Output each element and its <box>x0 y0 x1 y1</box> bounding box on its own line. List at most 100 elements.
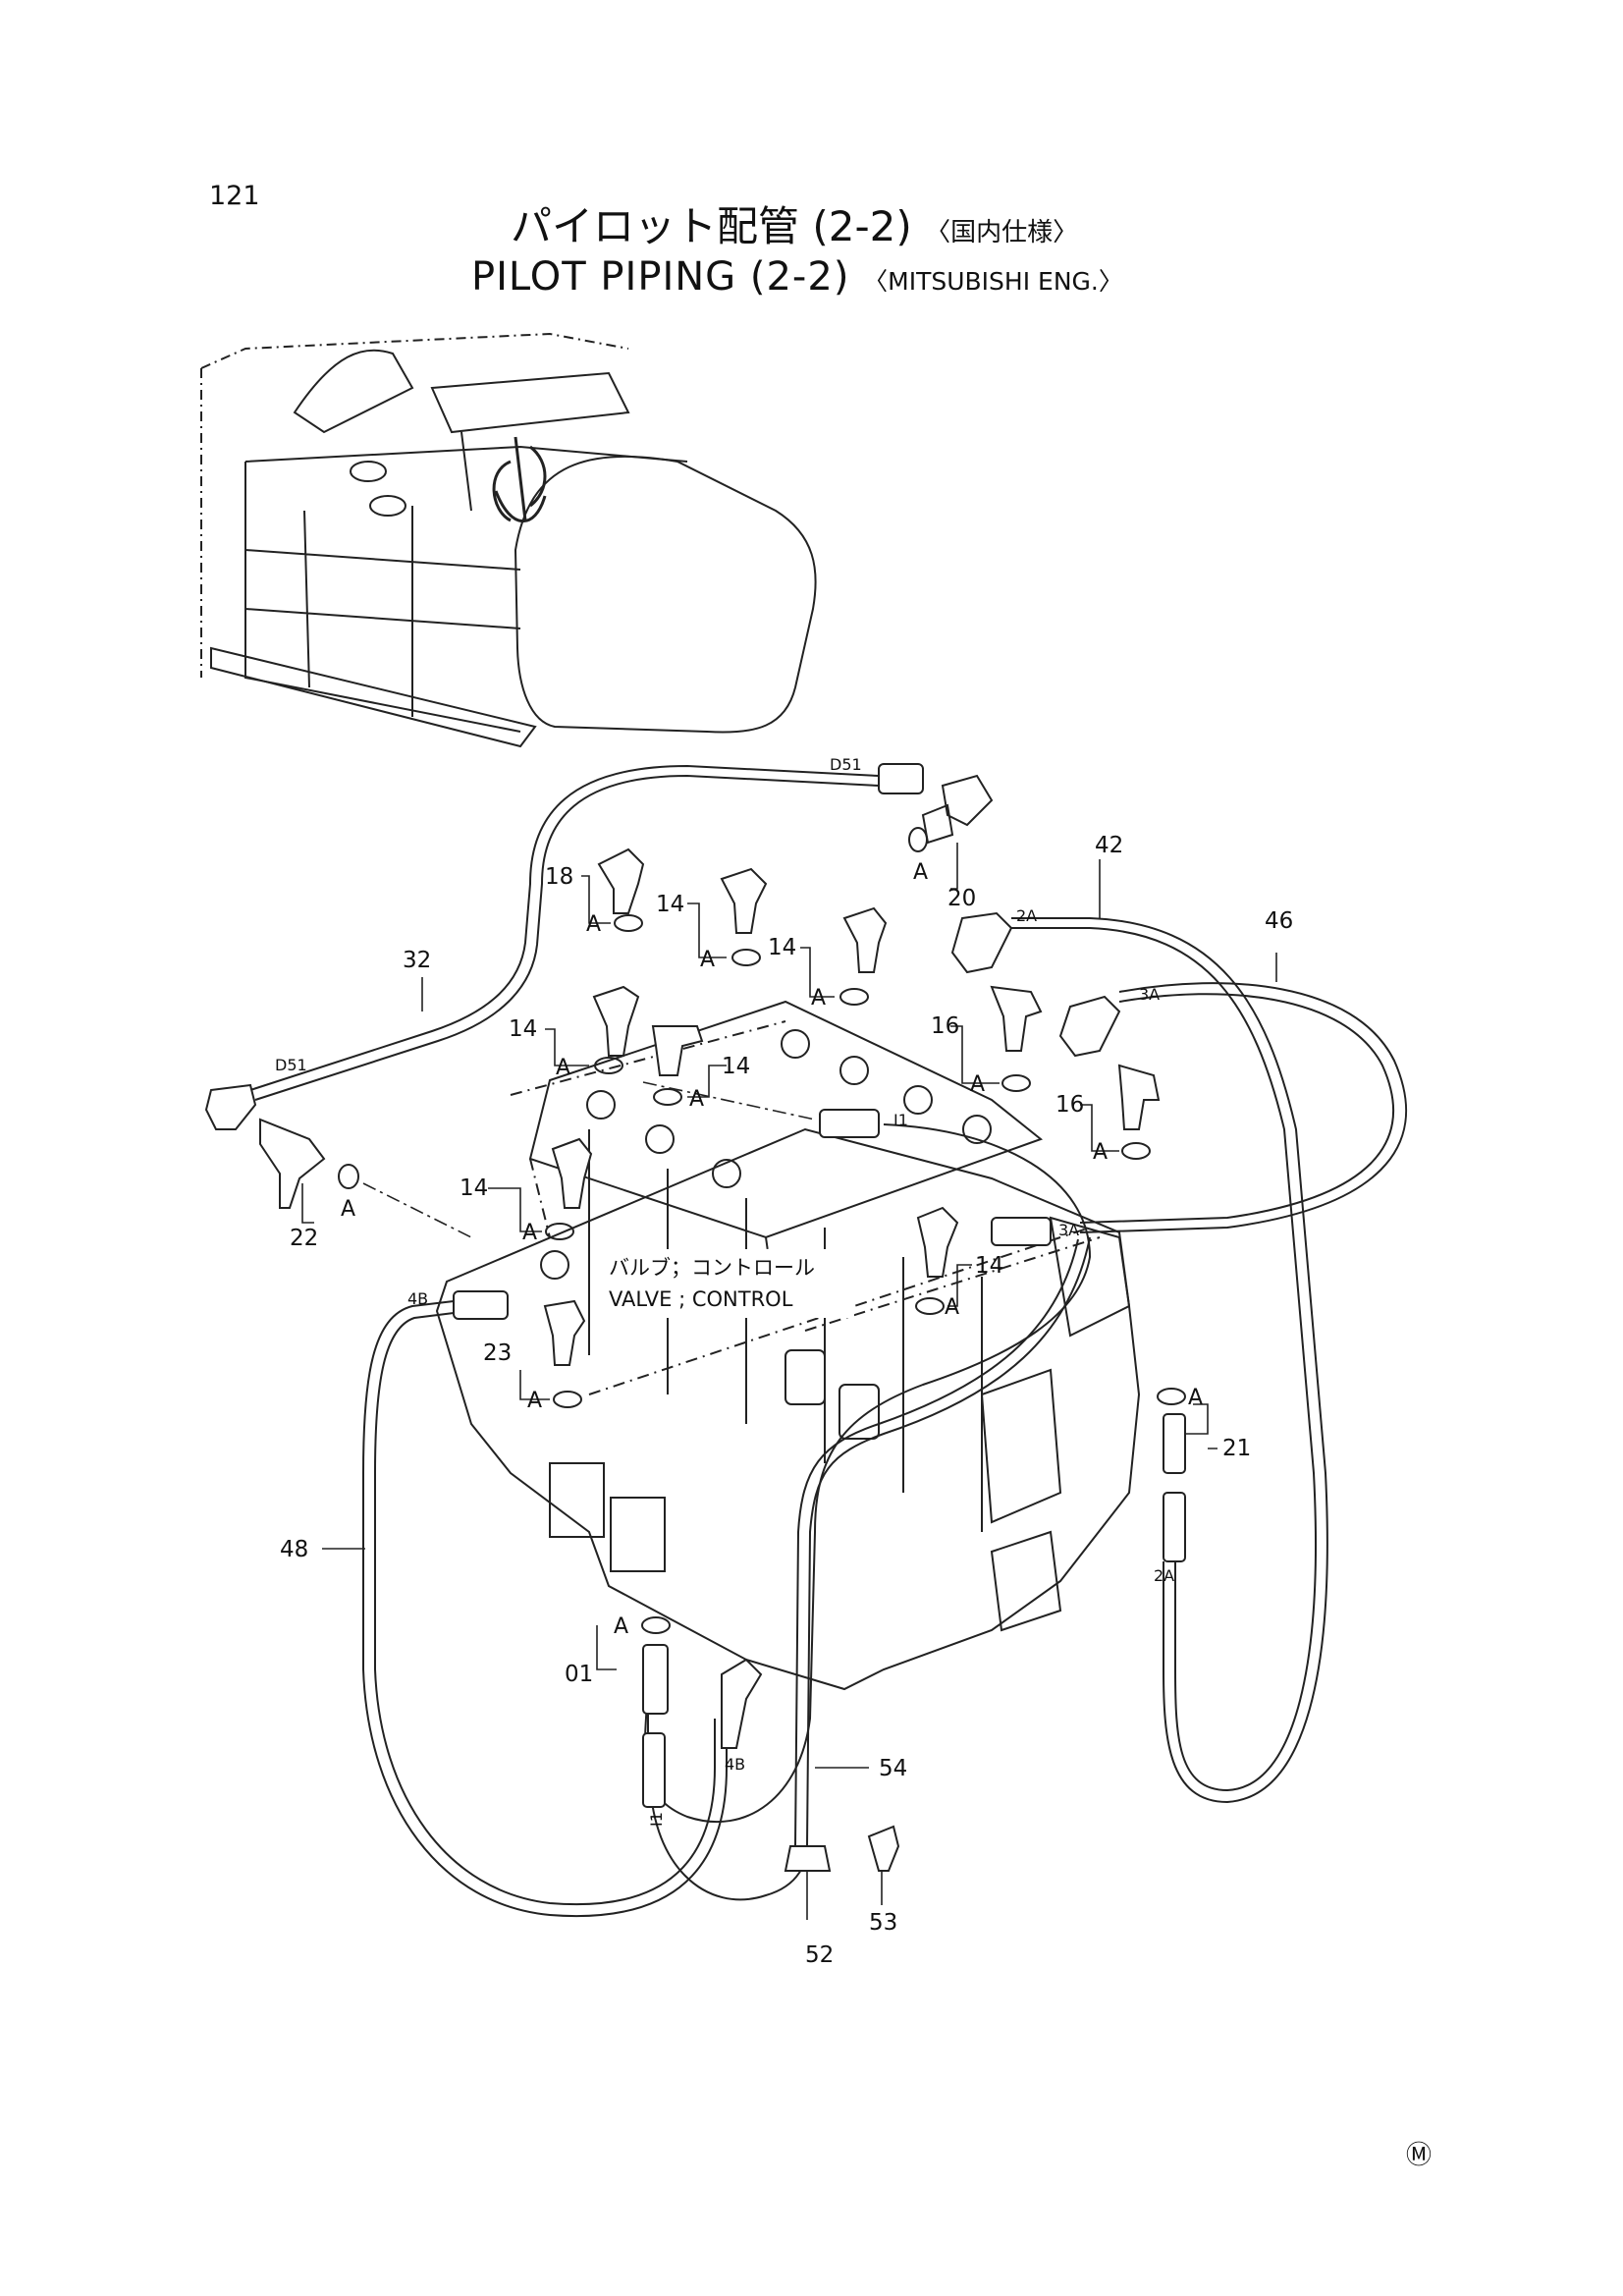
component-name-en: VALVE ; CONTROL <box>609 1287 793 1311</box>
bolt-53 <box>867 1825 900 1872</box>
oring-16a <box>1001 1074 1031 1092</box>
callout-48: 48 <box>280 1537 308 1562</box>
port-8 <box>540 1250 569 1280</box>
hose-42-inner <box>1011 927 1317 1792</box>
tag-4b-left: 4B <box>407 1289 428 1308</box>
inset-track-frame <box>210 646 537 748</box>
fitting-d51-left-elbow <box>204 1083 257 1130</box>
callout-14c: 14 <box>509 1016 537 1042</box>
component-name-jp: バルブ；コントロール <box>609 1256 815 1280</box>
inset-cap-2 <box>369 495 406 517</box>
callout-01: 01 <box>565 1662 593 1687</box>
a-label-16a: A <box>970 1072 985 1097</box>
a-label-20: A <box>913 860 928 885</box>
callout-32: 32 <box>403 948 431 973</box>
spec-jp-text: 〈国内仕様〉 <box>925 218 1079 247</box>
fitting-18-elbow <box>597 847 645 914</box>
callout-23: 23 <box>483 1340 512 1366</box>
hose-32 <box>249 764 880 1091</box>
a-label-14e: A <box>522 1221 537 1245</box>
right-flange <box>1049 1216 1131 1338</box>
leader-22 <box>301 1183 314 1224</box>
a-label-14f: A <box>945 1295 959 1320</box>
port-3 <box>712 1159 741 1188</box>
spec-en-text: 〈MITSUBISHI ENG.〉 <box>863 267 1123 296</box>
oring-01 <box>641 1616 671 1634</box>
fitting-i1-mid <box>819 1109 880 1138</box>
callout-21: 21 <box>1222 1436 1251 1461</box>
port-5 <box>839 1056 869 1085</box>
callout-14d: 14 <box>722 1054 750 1079</box>
hose-48-inner <box>374 1312 716 1906</box>
fitting-22-tee <box>259 1118 326 1209</box>
fitting-14a-elbow <box>720 867 768 934</box>
tag-4b-bottom: 4B <box>725 1755 745 1774</box>
callout-14b: 14 <box>768 935 796 960</box>
o-rings <box>338 827 1186 1634</box>
page-number: 121 <box>209 181 260 211</box>
oring-14f <box>915 1297 945 1315</box>
inset-counterweight <box>514 456 817 734</box>
fitting-14e-elbow <box>551 1137 593 1209</box>
callout-16b: 16 <box>1055 1092 1084 1118</box>
leader-14c <box>545 1028 589 1066</box>
solenoid-block-2 <box>610 1497 666 1572</box>
hose-end-tags: D51 D51 2A 2A 3A 3A 4B 4B I1 I1 <box>275 755 1174 1827</box>
fitting-23-elbow <box>543 1299 586 1366</box>
leader-23 <box>519 1370 550 1400</box>
callout-54: 54 <box>879 1756 907 1781</box>
a-label-14b: A <box>811 986 826 1011</box>
oring-14c <box>594 1057 623 1074</box>
page-title-english: PILOT PIPING (2-2) 〈MITSUBISHI ENG.〉 <box>471 257 1123 297</box>
a-label-14a: A <box>700 948 715 972</box>
clamp-52 <box>784 1845 832 1872</box>
tag-i1-mid: I1 <box>893 1111 908 1129</box>
oring-22 <box>338 1164 359 1189</box>
fitting-2a-elbow <box>950 911 1013 974</box>
callout-16a: 16 <box>931 1013 959 1039</box>
oring-a-labels: A A A A A A A A A A A A A A <box>341 860 1203 1639</box>
hose-46 <box>1079 982 1408 1233</box>
side-cover <box>980 1368 1062 1632</box>
tag-2a-right: 2A <box>1154 1566 1174 1585</box>
fitting-3a-mid <box>991 1217 1052 1246</box>
leader-oring-22-dash <box>362 1081 816 1238</box>
fitting-14b-elbow <box>842 906 888 973</box>
hoses <box>249 764 1408 1918</box>
title-en-text: PILOT PIPING (2-2) <box>471 254 850 300</box>
tag-d51-left: D51 <box>275 1056 307 1074</box>
fitting-16a-tee <box>990 985 1043 1052</box>
fitting-d51-top <box>878 763 924 794</box>
leader-lines <box>301 843 1277 1920</box>
fitting-01 <box>642 1644 669 1715</box>
fitting-20-elbow <box>921 774 994 845</box>
valve-dashed-edges <box>510 1020 1101 1395</box>
callout-20: 20 <box>947 886 976 911</box>
hose-54-inner <box>794 1238 1079 1847</box>
tag-i1-bottom: I1 <box>647 1812 666 1827</box>
callout-18: 18 <box>545 864 573 890</box>
tag-2a-top: 2A <box>1016 906 1037 925</box>
leader-18 <box>581 875 611 924</box>
a-label-01: A <box>614 1614 628 1639</box>
port-7 <box>962 1115 992 1144</box>
callout-22: 22 <box>290 1226 318 1251</box>
hose-32-inner <box>254 774 880 1101</box>
component-label-bg <box>604 1249 854 1318</box>
callout-53: 53 <box>869 1910 897 1936</box>
port-6 <box>903 1085 933 1115</box>
leader-16b <box>1080 1104 1119 1152</box>
a-label-18: A <box>586 912 601 937</box>
callout-52: 52 <box>805 1942 834 1968</box>
fitting-16b-tee <box>1117 1064 1161 1130</box>
control-valve-body <box>435 1000 1141 1691</box>
plunger-2 <box>839 1384 880 1440</box>
oring-23 <box>553 1391 582 1408</box>
hose-42 <box>1011 917 1328 1804</box>
machine-location-inset <box>200 332 817 748</box>
leader-14b <box>800 947 835 998</box>
title-jp-text: パイロット配管 (2-2) <box>511 202 912 250</box>
leader-21 <box>1185 1403 1217 1449</box>
